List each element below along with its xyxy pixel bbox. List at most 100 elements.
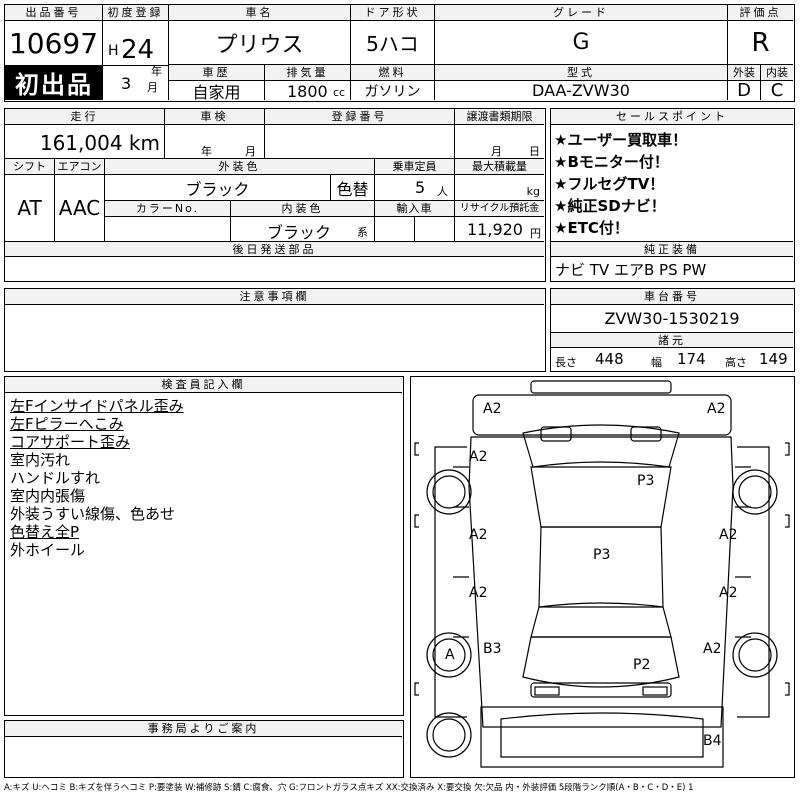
sales-point: ★純正SDナビ！ [554,197,666,215]
ext-color: ブラック [105,175,331,201]
width-label: 幅 [651,356,662,369]
color-changed: 色替 [331,175,375,201]
equipment: ナビ TV エアB PS PW [555,261,707,279]
inspector-note: 色替え全P [10,523,80,541]
cc-unit: cc [333,86,346,99]
reg-month: 3 [121,74,132,93]
office-block: 事務局よりご案内 [4,720,404,778]
reg-year: 24 [121,35,155,65]
spec-block: 走行 車検 登録番号 譲渡書類期限 161,004 km 年 月 月 日 シフト… [4,108,546,282]
sales-point: ★ETC付！ [554,219,629,237]
later-parts-label: 後日発送部品 [5,241,544,257]
inspector-label: 検査員記入欄 [5,377,402,393]
later-parts-cell [5,257,544,280]
reg-no-label: 登録番号 [265,109,455,125]
grade-label: グレード [435,5,728,21]
car-outline [414,380,790,768]
inspector-note: 外装うすい線傷、色あせ [10,505,176,523]
caution-block: 注意事項欄 [4,288,546,372]
genuine-equipment-label: 純正装備 [551,241,793,257]
capacity-cell: 5 人 [375,175,455,201]
import-label: 輸入車 [375,201,455,217]
inspection-month-unit: 月 [245,145,256,158]
exterior-label: 外装 [728,65,761,81]
damage-mark: P3 [593,547,611,563]
damage-mark: A2 [469,585,488,601]
kei-unit: 系 [357,226,368,239]
grade: G [435,21,728,65]
inspector-block: 検査員記入欄 左Fインサイドパネル歪み 左Fピラーへこみ コアサポート歪み 室内… [4,376,404,716]
sales-points-list: ★ユーザー買取車！ ★Bモニター付！ ★フルセグTV！ ★純正SDナビ！ ★ET… [554,129,790,239]
height: 149 [759,350,788,368]
length: 448 [595,350,624,368]
interior-score: C [770,80,784,101]
inspection-cell: 年 月 [165,125,265,159]
damage-mark: A2 [469,527,488,543]
int-color-label: 内装色 [231,201,375,217]
import-cell-a [375,217,415,241]
color-no-label: カラーNo. [105,201,231,217]
damage-mark: B3 [483,641,502,657]
recycle-cell: 11,920 円 [455,217,544,241]
transfer-day-unit: 日 [529,145,540,158]
first-listing-badge: 初出品 [5,65,103,100]
import-cell-b [415,217,455,241]
damage-mark: A2 [483,401,502,417]
car-name-label: 車名 [169,5,351,21]
displacement: 1800 [287,82,328,101]
transfer-month-unit: 月 [491,145,502,158]
shift-label: シフト [5,159,55,175]
length-label: 長さ [555,356,577,369]
fuel: ガソリン [351,81,435,100]
damage-mark: A2 [703,641,722,657]
chassis-number: ZVW30-1530219 [551,305,793,333]
persons-unit: 人 [437,185,448,198]
first-reg-label: 初度登録 [103,5,169,21]
legend: A:キズ U:ヘコミ B:キズを伴うヘコミ P:要塗装 W:補修跡 S:錆 C:… [4,783,694,793]
chassis-label: 車台番号 [551,289,793,305]
sales-points-label: セールスポイント [551,109,793,125]
sales-point: ★ユーザー買取車！ [554,131,688,149]
month-unit: 月 [147,81,158,94]
first-reg-cell: H 24 年 3 月 [103,21,169,100]
aircon: AAC [55,175,105,241]
mileage-label: 走行 [5,109,165,125]
caution-label: 注意事項欄 [5,289,544,305]
damage-mark: P3 [637,473,655,489]
inspector-note: 室内汚れ [10,451,71,469]
int-color-cell: ブラック 系 [231,217,375,242]
inspector-notes-list: 左Fインサイドパネル歪み 左Fピラーへこみ コアサポート歪み 室内汚れ ハンドル… [10,397,184,559]
damage-mark: A2 [707,401,726,417]
max-load-label: 最大積載量 [455,159,544,175]
office-label: 事務局よりご案内 [5,721,402,737]
damage-mark: A2 [469,449,488,465]
transfer-cell: 月 日 [455,125,544,159]
specs-label: 諸元 [551,333,793,348]
color-no-cell [105,217,231,241]
inspection-label: 車検 [165,109,265,125]
score-label: 評価点 [728,5,793,21]
history: 自家用 [169,81,265,102]
displacement-cell: 1800 cc [265,81,351,101]
top-block: 出品番号 初度登録 車名 ドア形状 グレード 評価点 10697 初出品 H 2… [4,4,795,102]
lot-number: 10697 [5,21,103,65]
damage-mark: B4 [703,733,722,749]
recycle-label: リサイクル預託金 [455,201,544,217]
capacity: 5 [415,178,426,197]
int-color: ブラック [267,223,332,242]
aircon-label: エアコン [55,159,105,175]
transfer-date-label: 譲渡書類期限 [455,109,544,125]
model-code: DAA-ZVW30 [435,81,728,100]
chassis-block: 車台番号 ZVW30-1530219 諸元 長さ 448 幅 174 高さ 14… [550,288,795,372]
inspector-note: ハンドルすれ [10,469,101,487]
damage-mark: A [445,647,455,663]
sales-point: ★Bモニター付！ [554,153,669,171]
car-name: プリウス [169,21,351,65]
inspection-year-unit: 年 [201,145,212,158]
lot-no-label: 出品番号 [5,5,103,21]
displacement-label: 排気量 [265,65,351,81]
fuel-label: 燃料 [351,65,435,81]
exterior-score: D [728,80,761,101]
interior-label: 内装 [761,65,793,81]
era: H [108,43,119,59]
